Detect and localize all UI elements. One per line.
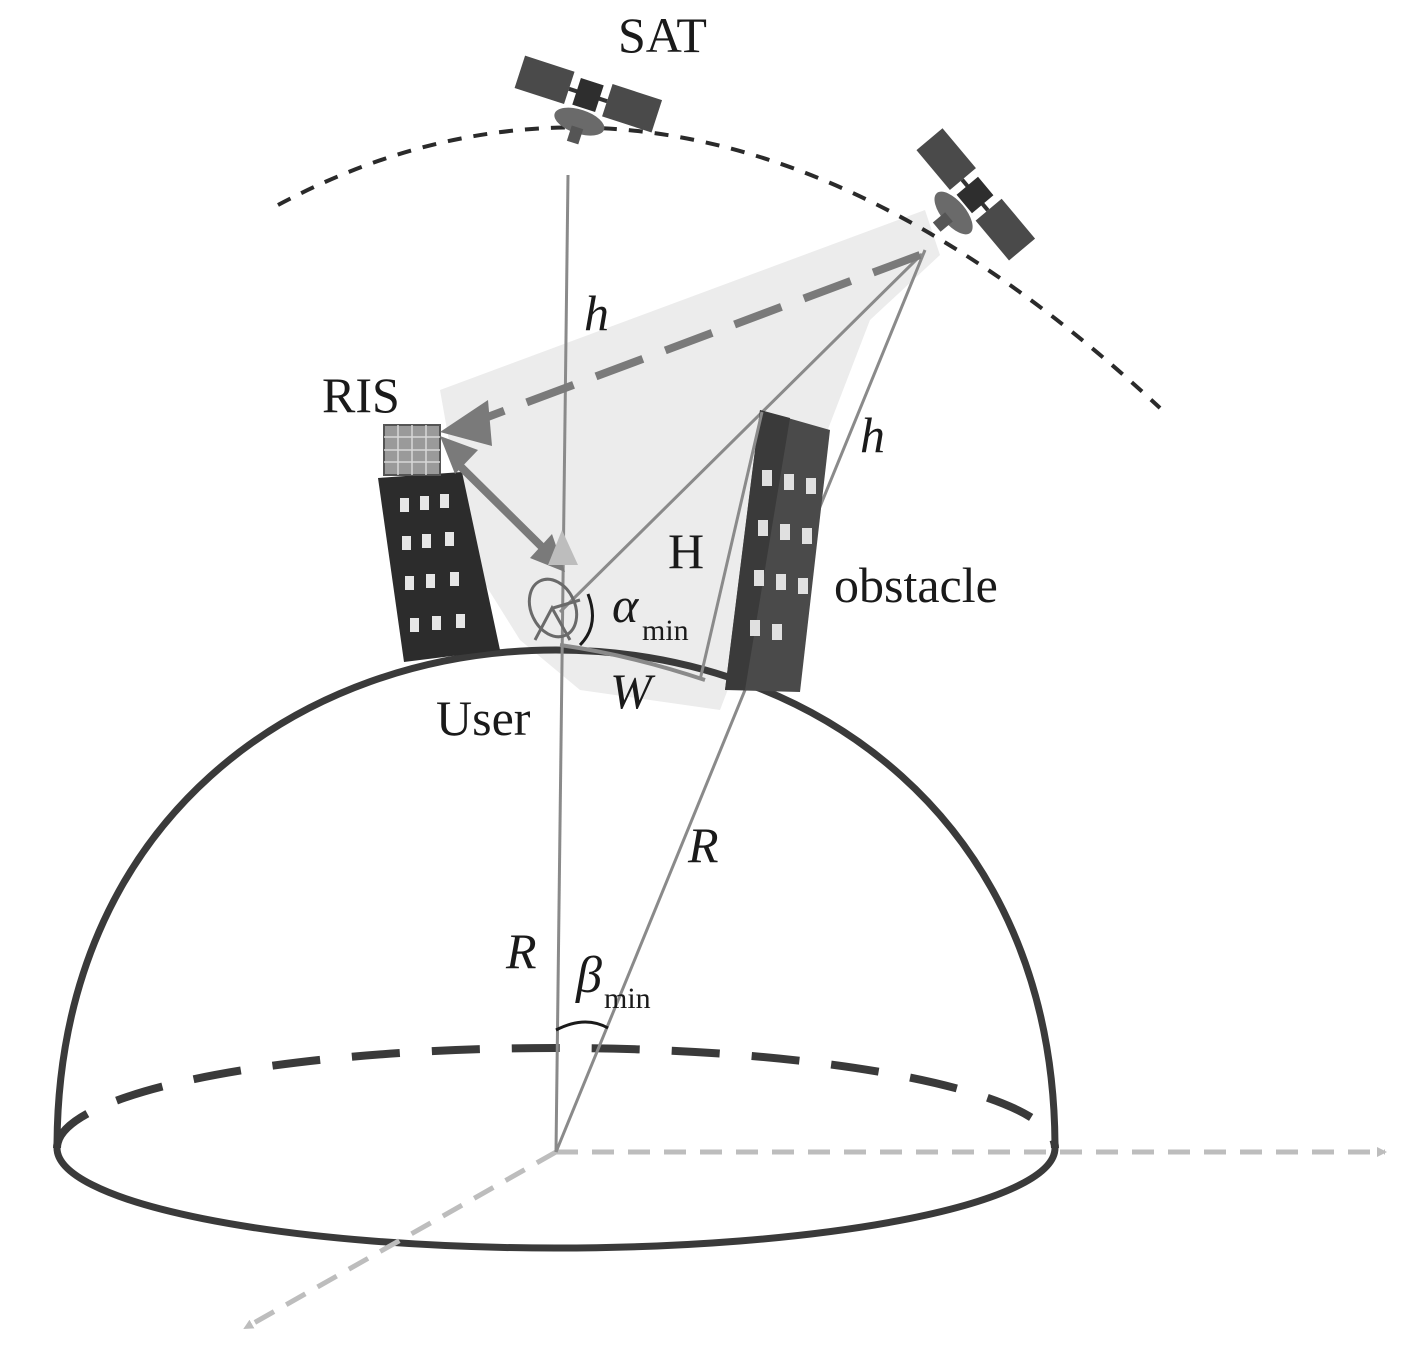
label-beta: β [575, 947, 602, 1004]
label-ris: RIS [322, 367, 400, 423]
label-W: W [610, 663, 656, 719]
satellite-icon-right [916, 128, 1036, 261]
label-h-slant: h [860, 407, 885, 463]
label-h-vertical: h [584, 285, 609, 341]
label-R-slant: R [687, 817, 719, 873]
label-alpha: α [612, 577, 640, 633]
user-dish-icon [527, 577, 581, 641]
earth-hemisphere [53, 646, 1059, 1149]
alpha-angle-arc [578, 593, 594, 647]
ris-to-user-arrow [457, 463, 548, 553]
sat-to-ris-arrowhead [440, 400, 492, 446]
label-H: H [668, 523, 704, 579]
earth-base-front [53, 1147, 1059, 1252]
user-to-sat-line [558, 252, 924, 614]
label-sat: SAT [618, 7, 707, 63]
satellite-beam-cone [440, 210, 940, 710]
slant-line-center-to-sat [554, 249, 927, 1153]
w-ground-segment [559, 643, 706, 682]
obstacle-building [698, 410, 830, 692]
beta-angle-arc [555, 1020, 609, 1032]
vertical-up-arrowhead [548, 530, 578, 565]
label-alpha-sub: min [642, 614, 689, 647]
label-user: User [436, 690, 531, 746]
label-R-vertical: R [505, 923, 537, 979]
ris-incoming-arrowhead [440, 436, 478, 474]
satellite-icon-top [514, 55, 663, 145]
sat-to-ris-arrow [483, 251, 922, 422]
orbit-arc [277, 125, 1162, 410]
label-beta-sub: min [604, 982, 651, 1015]
vertical-line-center-to-sat [554, 174, 570, 1153]
label-obstacle: obstacle [834, 557, 998, 613]
ris-building [378, 424, 500, 662]
axis-y [243, 1149, 558, 1331]
